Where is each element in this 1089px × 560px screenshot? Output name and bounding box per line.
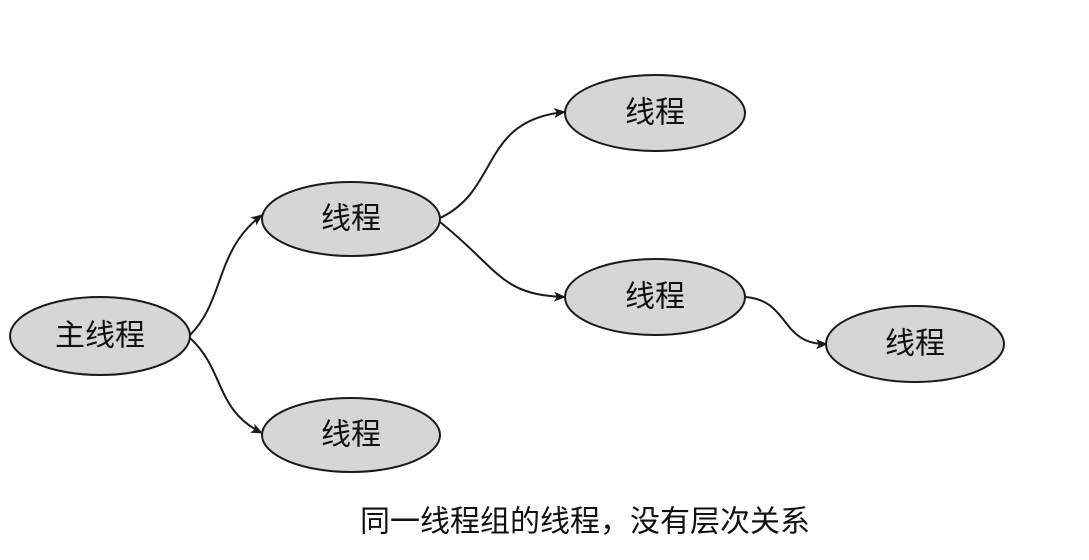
node-t4-shape — [564, 258, 746, 336]
node-thread-5: 线程 — [825, 305, 1005, 383]
node-t1-shape — [261, 181, 441, 257]
edge-t1-to-t4 — [439, 221, 566, 302]
node-t1-label: 线程 — [321, 202, 381, 237]
node-thread-1: 线程 — [261, 181, 441, 257]
edge-main-to-t1 — [189, 214, 263, 336]
node-thread-4: 线程 — [564, 258, 746, 336]
edge-t1-to-t3 — [439, 108, 566, 219]
diagram-caption: 同一线程组的线程，没有层次关系 — [360, 505, 810, 540]
node-thread-3: 线程 — [564, 74, 746, 152]
edge-main-to-t2 — [189, 337, 263, 434]
node-t3-label: 线程 — [625, 96, 685, 131]
node-main-thread: 主线程 — [9, 296, 191, 376]
node-t2-shape — [261, 397, 441, 473]
node-t5-shape — [825, 305, 1005, 383]
node-main-shape — [9, 296, 191, 376]
node-t2-label: 线程 — [321, 418, 381, 453]
edge-t4-to-t5 — [744, 296, 828, 350]
node-thread-2: 线程 — [261, 397, 441, 473]
node-t3-shape — [564, 74, 746, 152]
edges — [189, 108, 828, 434]
node-t5-label: 线程 — [885, 327, 945, 362]
node-t4-label: 线程 — [625, 280, 685, 315]
node-main-label: 主线程 — [55, 319, 145, 354]
